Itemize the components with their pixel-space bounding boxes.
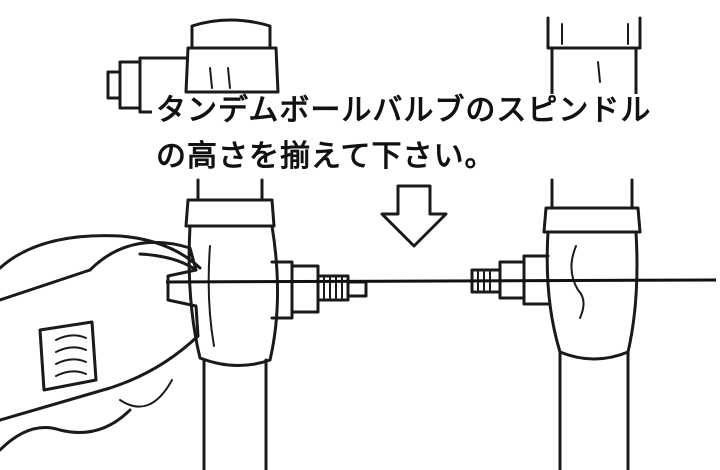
alignment-line	[165, 278, 717, 284]
left-top-fitting	[106, 18, 280, 114]
right-top-fitting	[546, 16, 642, 98]
instruction-line-1: タンデムボールバルブのスピンドル	[152, 94, 656, 128]
left-valve-body	[184, 178, 368, 470]
instruction-line-2: の高さを揃えて下さい。	[152, 140, 500, 174]
down-arrow-icon	[380, 184, 448, 248]
adjustable-wrench-icon	[0, 240, 200, 422]
hand-outline	[0, 234, 202, 452]
right-valve-body	[470, 178, 642, 470]
